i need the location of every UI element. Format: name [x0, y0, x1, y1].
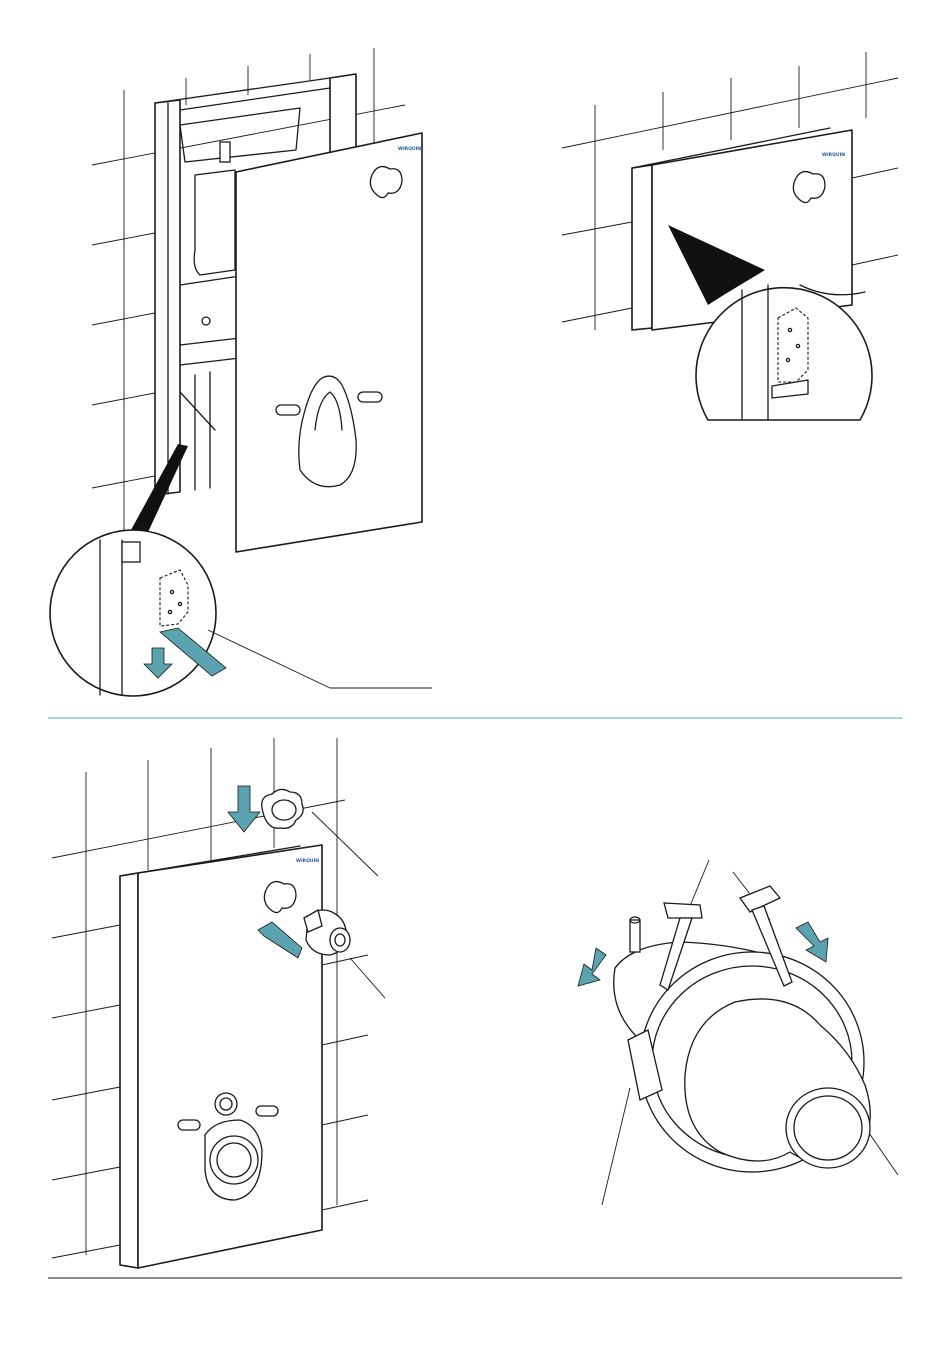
flush-mechanism	[614, 917, 870, 1172]
front-panel: WIRQUIN	[236, 133, 422, 552]
brand-logo: WIRQUIN	[296, 858, 319, 864]
step-4-illustration	[578, 860, 898, 1205]
step-3-illustration: WIRQUIN	[52, 738, 385, 1268]
down-arrow-icon	[578, 948, 606, 986]
brand-logo: WIRQUIN	[822, 152, 845, 158]
step-2-illustration: WIRQUIN	[562, 52, 898, 420]
brand-logo: WIRQUIN	[398, 146, 421, 152]
mounted-panel: WIRQUIN	[120, 845, 322, 1268]
down-arrow-icon	[228, 786, 260, 832]
down-arrow-icon	[796, 922, 828, 962]
step-1-illustration: WIRQUIN	[50, 48, 432, 696]
